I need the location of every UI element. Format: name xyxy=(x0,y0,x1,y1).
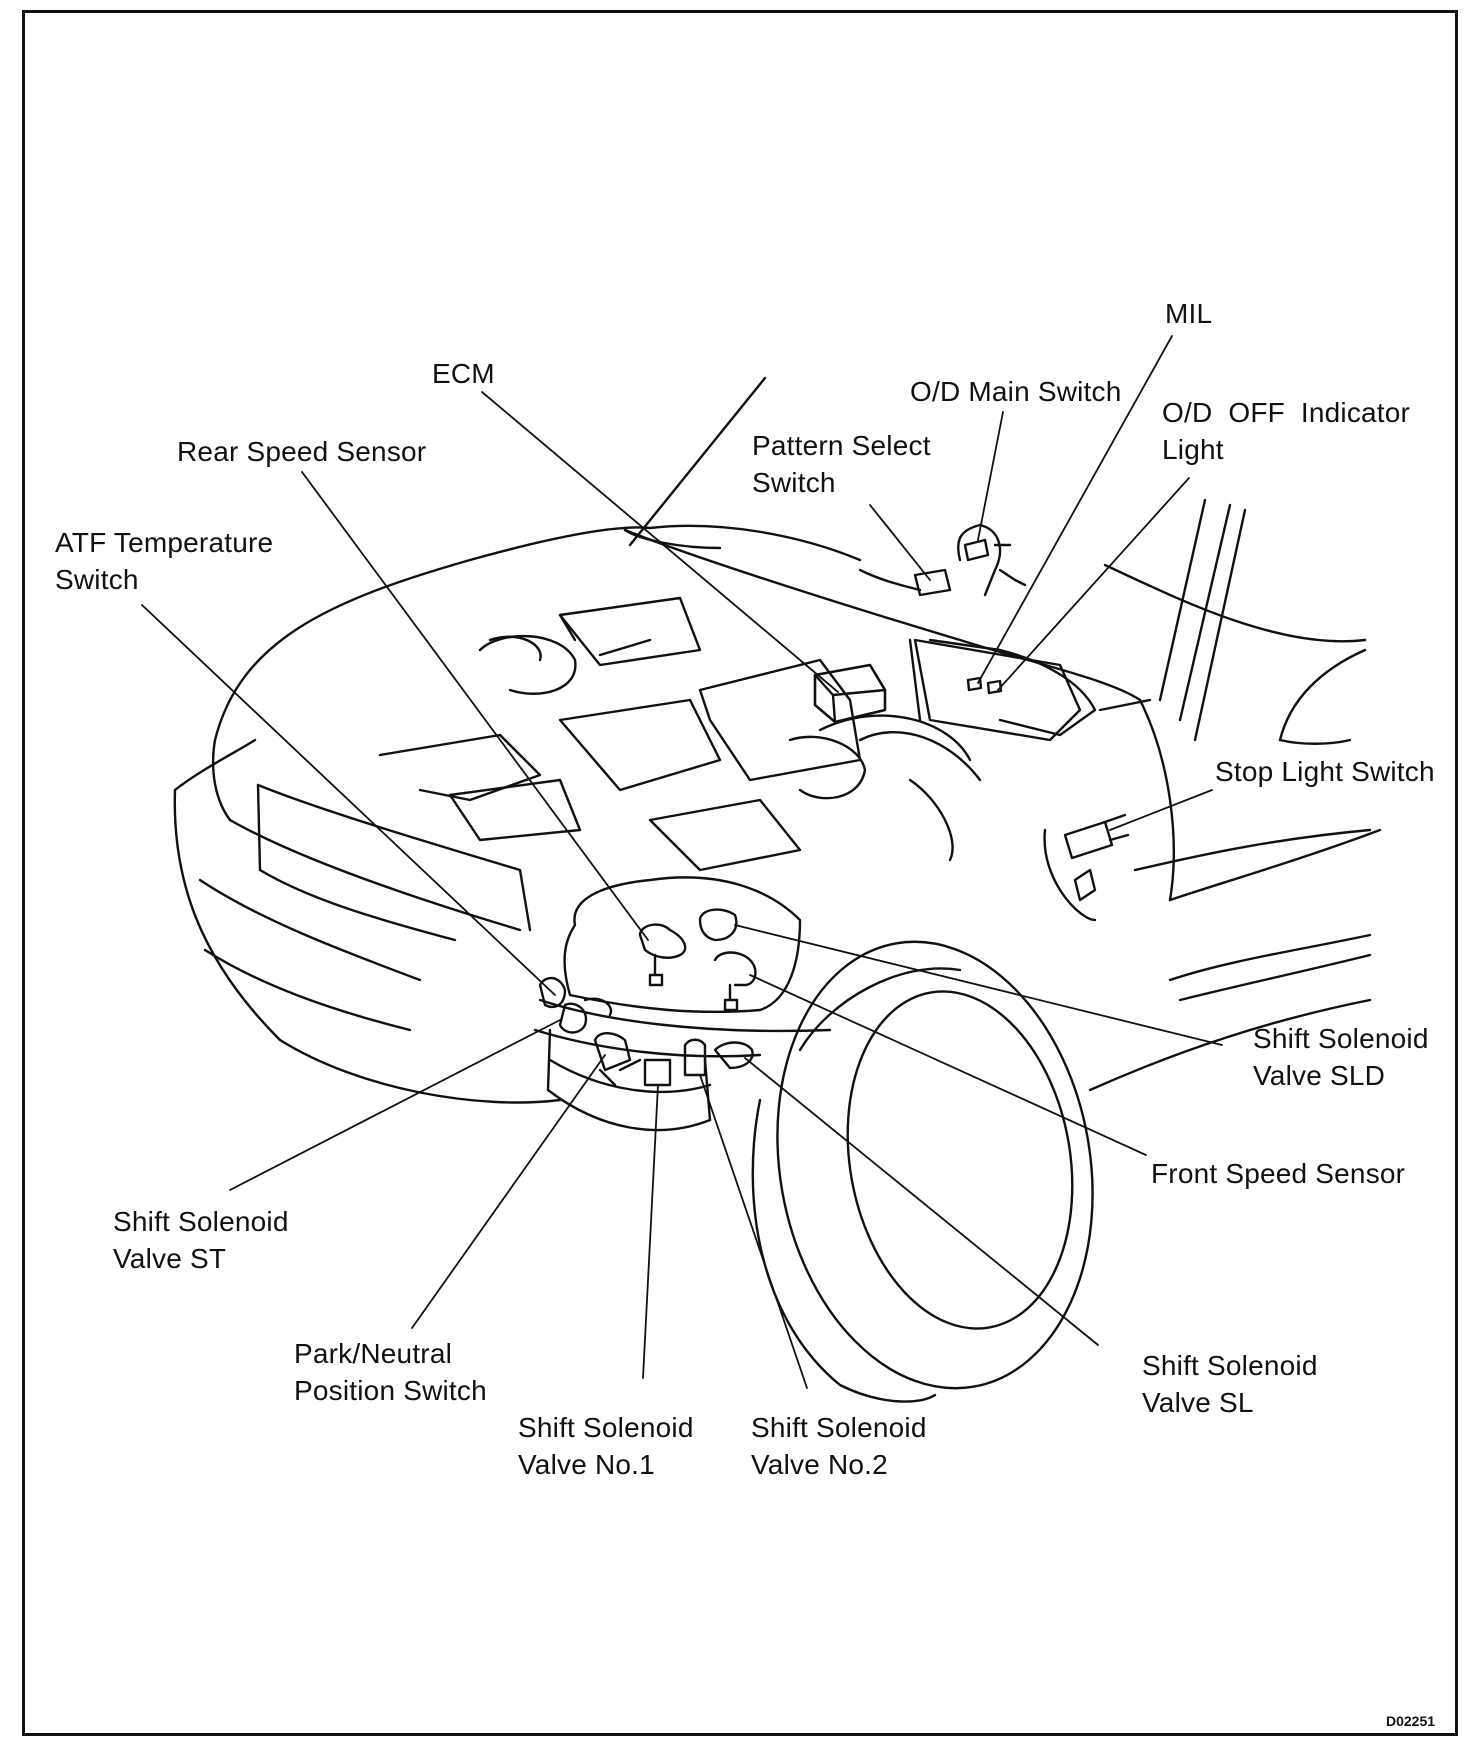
label-od-off-indicator: O/D OFF Indicator Light xyxy=(1162,394,1410,468)
label-atf-line1: ATF Temperature xyxy=(55,527,274,558)
label-shift-solenoid-sld: Shift Solenoid Valve SLD xyxy=(1253,1020,1429,1094)
label-st-line1: Shift Solenoid xyxy=(113,1206,289,1237)
label-pattern-select-line1: Pattern Select xyxy=(752,430,931,461)
label-park-neutral-switch: Park/Neutral Position Switch xyxy=(294,1335,487,1409)
diagram-frame xyxy=(22,10,1458,1736)
figure-code: D02251 xyxy=(1386,1713,1436,1729)
label-no2-line1: Shift Solenoid xyxy=(751,1412,927,1443)
label-sld-line2: Valve SLD xyxy=(1253,1060,1386,1091)
label-atf-line2: Switch xyxy=(55,564,139,595)
label-pattern-select-line2: Switch xyxy=(752,467,836,498)
front-wheel xyxy=(751,940,1094,1403)
label-park-neutral-line1: Park/Neutral xyxy=(294,1338,453,1369)
leader-lines xyxy=(141,335,1223,1389)
label-ecm: ECM xyxy=(432,358,495,389)
label-od-main-switch: O/D Main Switch xyxy=(910,376,1122,407)
engine-bay xyxy=(378,523,1152,872)
label-od-off-indicator-line1: O/D OFF Indicator xyxy=(1162,397,1411,428)
label-sl-line2: Valve SL xyxy=(1142,1387,1254,1418)
label-park-neutral-line2: Position Switch xyxy=(294,1375,487,1406)
stop-light-switch-part xyxy=(1063,813,1130,860)
label-no1-line2: Valve No.1 xyxy=(518,1449,655,1480)
label-no2-line2: Valve No.2 xyxy=(751,1449,888,1480)
label-front-speed-sensor: Front Speed Sensor xyxy=(1151,1158,1406,1189)
label-shift-solenoid-sl: Shift Solenoid Valve SL xyxy=(1142,1347,1318,1421)
vehicle-body xyxy=(173,376,1382,1132)
label-st-line2: Valve ST xyxy=(113,1243,227,1274)
label-sld-line1: Shift Solenoid xyxy=(1253,1023,1429,1054)
label-rear-speed-sensor: Rear Speed Sensor xyxy=(177,436,427,467)
label-stop-light-switch: Stop Light Switch xyxy=(1215,756,1435,787)
label-mil: MIL xyxy=(1165,298,1213,329)
label-od-off-indicator-line2: Light xyxy=(1162,434,1224,465)
label-shift-solenoid-no2: Shift Solenoid Valve No.2 xyxy=(751,1409,927,1483)
label-atf-temperature-switch: ATF Temperature Switch xyxy=(55,524,273,598)
label-no1-line1: Shift Solenoid xyxy=(518,1412,694,1443)
label-pattern-select-switch: Pattern Select Switch xyxy=(752,427,931,501)
transmission-components xyxy=(533,876,832,1087)
label-shift-solenoid-no1: Shift Solenoid Valve No.1 xyxy=(518,1409,694,1483)
label-shift-solenoid-st: Shift Solenoid Valve ST xyxy=(113,1203,289,1277)
label-sl-line1: Shift Solenoid xyxy=(1142,1350,1318,1381)
